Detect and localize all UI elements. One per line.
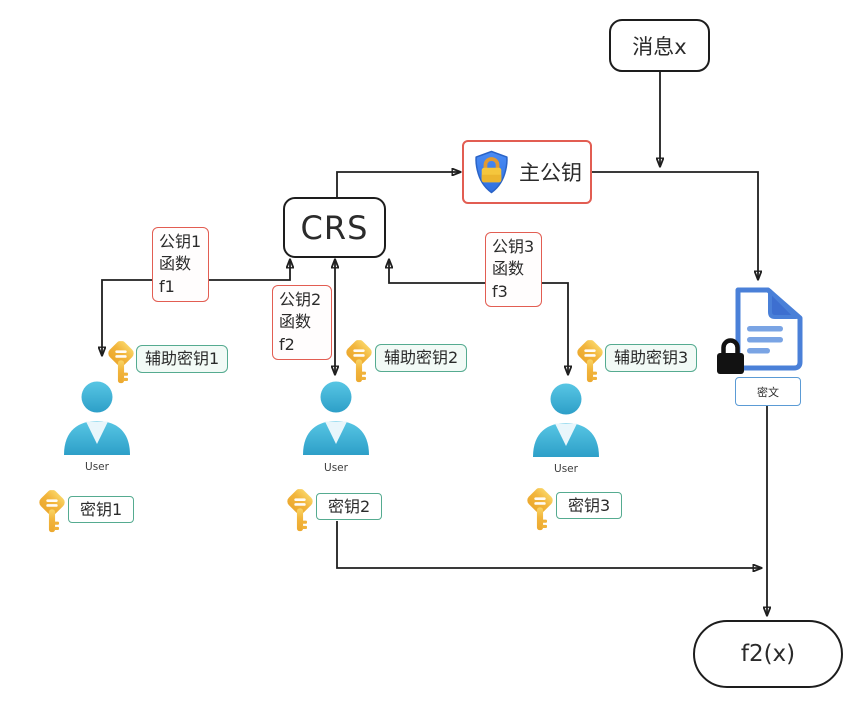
pk1-line2: 函数f1 bbox=[159, 254, 192, 296]
crs-node: CRS bbox=[283, 197, 386, 258]
secret-key2-label: 密钥2 bbox=[316, 493, 383, 520]
pk3-line1: 公钥3 bbox=[492, 237, 535, 256]
aux-key2-label: 辅助密钥2 bbox=[375, 344, 468, 372]
pk3-line2: 函数f3 bbox=[492, 259, 525, 301]
edge-label-pk3: 公钥3 函数f3 bbox=[485, 232, 542, 308]
user-icon bbox=[526, 382, 606, 459]
output-f2x-node: f2(x) bbox=[693, 620, 843, 688]
lock-icon bbox=[721, 338, 740, 354]
pk2-line1: 公钥2 bbox=[279, 290, 322, 309]
edge-label-pk2: 公钥2 函数f2 bbox=[272, 285, 332, 361]
message-x-node: 消息x bbox=[609, 19, 710, 72]
master-public-key-node: 主公钥 bbox=[462, 140, 592, 204]
key-icon bbox=[345, 339, 373, 385]
user3-caption: User bbox=[554, 463, 578, 475]
secret-key1-label: 密钥1 bbox=[68, 496, 135, 523]
secret-key3-label: 密钥3 bbox=[556, 492, 623, 519]
key-icon bbox=[526, 487, 554, 533]
user1-caption: User bbox=[85, 461, 109, 473]
edge-label-pk1: 公钥1 函数f1 bbox=[152, 227, 209, 303]
pk1-line1: 公钥1 bbox=[159, 232, 202, 251]
user-icon bbox=[296, 380, 376, 457]
document-lock-icon bbox=[717, 287, 803, 374]
shield-lock-icon bbox=[471, 149, 512, 195]
ciphertext-label: 密文 bbox=[735, 377, 801, 406]
key-icon bbox=[38, 489, 66, 535]
user2-caption: User bbox=[324, 462, 348, 474]
pk2-line2: 函数f2 bbox=[279, 312, 312, 354]
user-icon bbox=[57, 380, 137, 457]
aux-key3-label: 辅助密钥3 bbox=[605, 344, 698, 372]
key-icon bbox=[576, 339, 604, 385]
aux-key1-label: 辅助密钥1 bbox=[136, 345, 229, 373]
master-public-key-label: 主公钥 bbox=[519, 161, 582, 185]
key-icon bbox=[286, 488, 314, 534]
